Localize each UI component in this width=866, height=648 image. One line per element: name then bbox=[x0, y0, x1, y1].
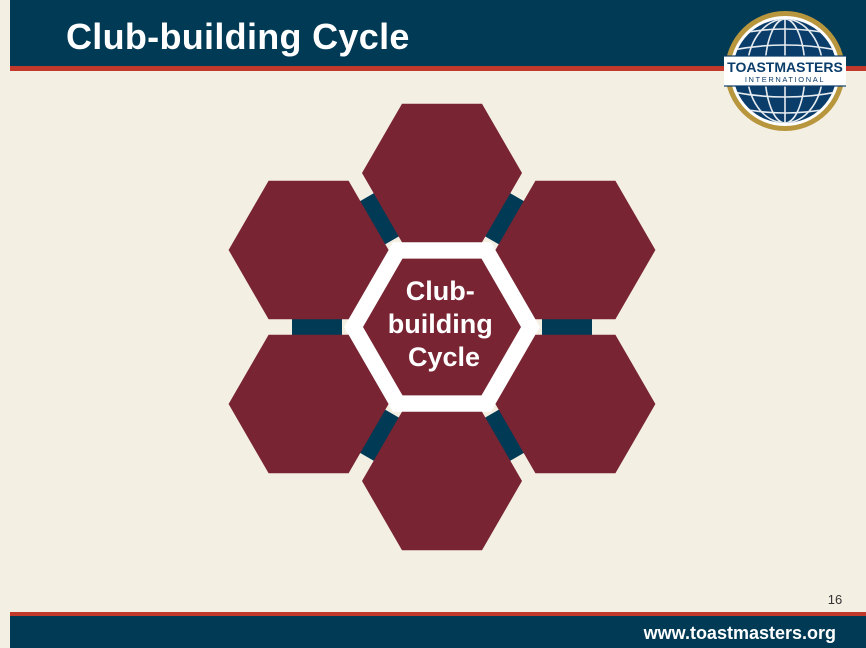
center-label: Club- building Cycle bbox=[388, 276, 500, 372]
footer-rule bbox=[10, 612, 866, 616]
cycle-segment-2 bbox=[495, 180, 656, 320]
cycle-segment-1 bbox=[362, 103, 522, 243]
center-label-line-3: Cycle bbox=[408, 342, 480, 372]
footer-url[interactable]: www.toastmasters.org bbox=[643, 623, 836, 643]
title-bar bbox=[10, 0, 866, 66]
connector-4 bbox=[358, 408, 401, 462]
page-number: 16 bbox=[827, 592, 843, 607]
center-label-line-2: building bbox=[388, 309, 493, 339]
connector-3 bbox=[483, 408, 526, 462]
center-hexagon bbox=[363, 258, 521, 396]
cycle-segments bbox=[228, 103, 656, 551]
logo-subtitle: INTERNATIONAL bbox=[745, 75, 825, 84]
title-rule bbox=[10, 66, 866, 71]
footer-bar bbox=[10, 616, 866, 648]
slide-title: Club-building Cycle bbox=[66, 16, 410, 57]
connectors bbox=[292, 192, 592, 462]
cycle-segment-5 bbox=[228, 334, 389, 474]
cycle-segment-3 bbox=[495, 334, 656, 474]
connector-1 bbox=[483, 192, 526, 246]
logo-name: TOASTMASTERS bbox=[727, 59, 843, 75]
cycle-segment-4 bbox=[362, 411, 522, 551]
connector-6 bbox=[358, 192, 401, 246]
toastmasters-logo: TOASTMASTERS INTERNATIONAL bbox=[724, 11, 846, 131]
cycle-segment-6 bbox=[228, 180, 389, 320]
center-label-line-1: Club- bbox=[406, 276, 475, 306]
